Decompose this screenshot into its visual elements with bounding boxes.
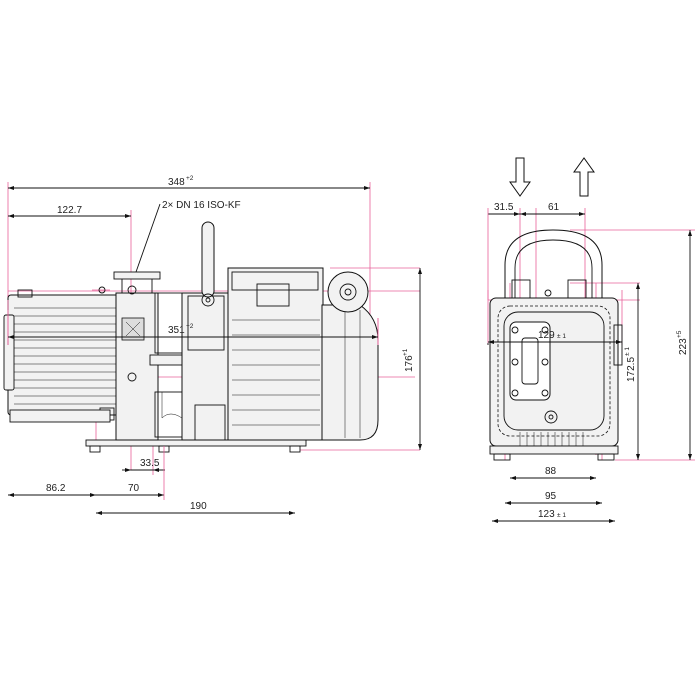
label-86-2: 86.2 — [46, 483, 66, 494]
label-176-tol: +1 — [402, 348, 409, 356]
label-70: 70 — [128, 483, 140, 494]
label-172-5-tol: ± 1 — [624, 347, 631, 356]
label-223: 223 — [678, 338, 689, 355]
label-123: 123 — [538, 509, 555, 520]
side-dimensions — [7, 186, 422, 515]
label-61: 61 — [548, 202, 560, 213]
label-122-7: 122.7 — [57, 205, 82, 216]
label-172-5: 172.5 — [626, 357, 637, 382]
label-348-tol: +2 — [186, 175, 194, 182]
label-33-5: 33.5 — [140, 458, 160, 469]
pump-front-view — [487, 208, 695, 461]
label-129-tol: ± 1 — [557, 333, 566, 340]
label-129: 129 — [538, 330, 555, 341]
label-351: 351 — [168, 325, 185, 336]
front-dimensions — [487, 208, 692, 523]
arrow-down-icon — [509, 157, 531, 197]
label-31-5: 31.5 — [494, 202, 514, 213]
label-123-tol: ± 1 — [557, 512, 566, 519]
pump-side-view — [3, 182, 420, 475]
label-95: 95 — [545, 491, 557, 502]
dimension-351 — [7, 310, 379, 345]
motor-fins — [232, 319, 320, 426]
label-348: 348 — [168, 177, 185, 188]
cooling-fins — [14, 307, 118, 405]
label-176: 176 — [404, 355, 415, 372]
label-flange: 2× DN 16 ISO-KF — [162, 200, 241, 211]
label-88: 88 — [545, 466, 557, 477]
arrow-up-icon — [573, 157, 595, 197]
front-fins — [519, 432, 584, 446]
label-223-tol: +5 — [676, 330, 683, 338]
label-190: 190 — [190, 501, 207, 512]
label-351-tol: +2 — [186, 323, 194, 330]
dimension-labels: 348 +2 122.7 2× DN 16 ISO-KF 176 +1 33.5… — [46, 175, 689, 520]
